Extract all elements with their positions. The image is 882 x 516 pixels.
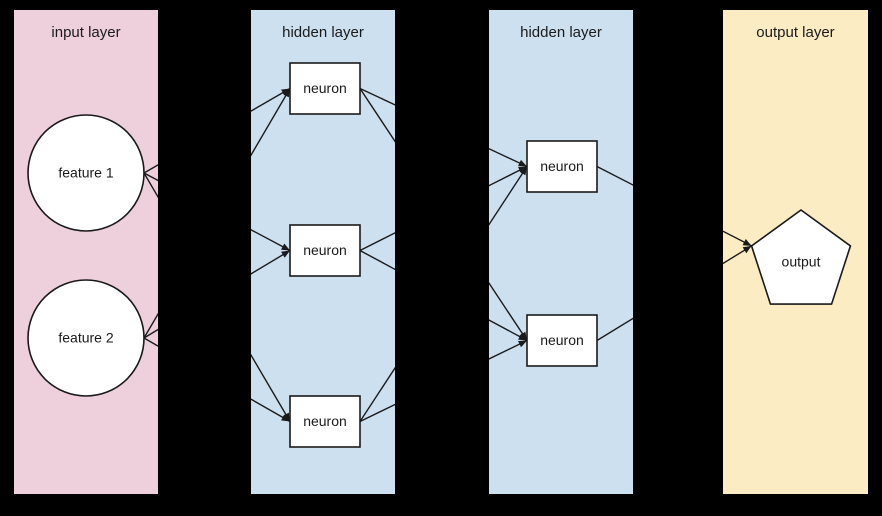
layer-title-input: input layer	[51, 24, 121, 41]
node-label: neuron	[540, 158, 584, 174]
node-label: feature 1	[58, 165, 113, 181]
layer-title-hidden-1: hidden layer	[282, 24, 364, 41]
node-feature-1[interactable]	[27, 114, 145, 232]
node-neuron[interactable]	[526, 314, 598, 367]
node-neuron[interactable]	[289, 62, 361, 115]
node-label: feature 2	[58, 330, 113, 346]
node-neuron[interactable]	[289, 395, 361, 448]
node-neuron[interactable]	[526, 140, 598, 193]
layer-title-hidden-2: hidden layer	[520, 24, 602, 41]
layer-title-output: output layer	[756, 24, 835, 41]
node-label: neuron	[540, 332, 584, 348]
node-label: output	[782, 254, 821, 270]
layer-panel-hidden-2: hidden layer	[489, 10, 633, 494]
node-label: neuron	[303, 413, 347, 429]
node-output[interactable]	[750, 209, 852, 305]
node-label: neuron	[303, 242, 347, 258]
node-label: neuron	[303, 80, 347, 96]
node-neuron[interactable]	[289, 224, 361, 277]
layer-panel-input: input layer	[14, 10, 158, 494]
node-feature-2[interactable]	[27, 279, 145, 397]
